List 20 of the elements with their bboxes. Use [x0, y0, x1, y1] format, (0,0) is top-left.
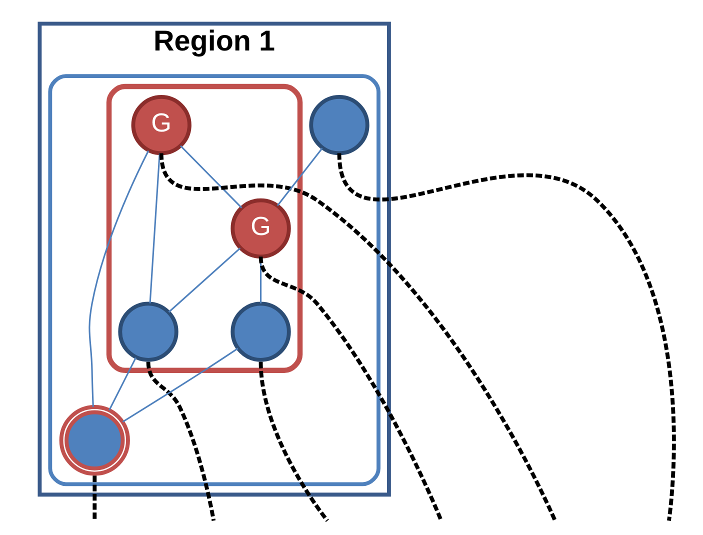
- node-circle: [308, 95, 369, 156]
- connector: [336, 152, 676, 521]
- cluster: [106, 84, 302, 373]
- connector: [122, 348, 238, 422]
- cluster: [48, 74, 380, 486]
- node-circle: [58, 405, 130, 476]
- connector: [92, 476, 96, 521]
- connector: [146, 362, 216, 521]
- node-circle: [230, 302, 290, 362]
- connector: [108, 357, 136, 410]
- node-circle: G: [130, 95, 191, 156]
- connector: [158, 152, 556, 522]
- node-circle: G: [230, 198, 290, 259]
- connector: [88, 150, 149, 407]
- connector: [258, 362, 328, 522]
- connector: [148, 153, 160, 304]
- node-circle: [118, 302, 178, 362]
- connector: [276, 148, 322, 206]
- connector: [168, 248, 240, 313]
- connector: [179, 145, 242, 208]
